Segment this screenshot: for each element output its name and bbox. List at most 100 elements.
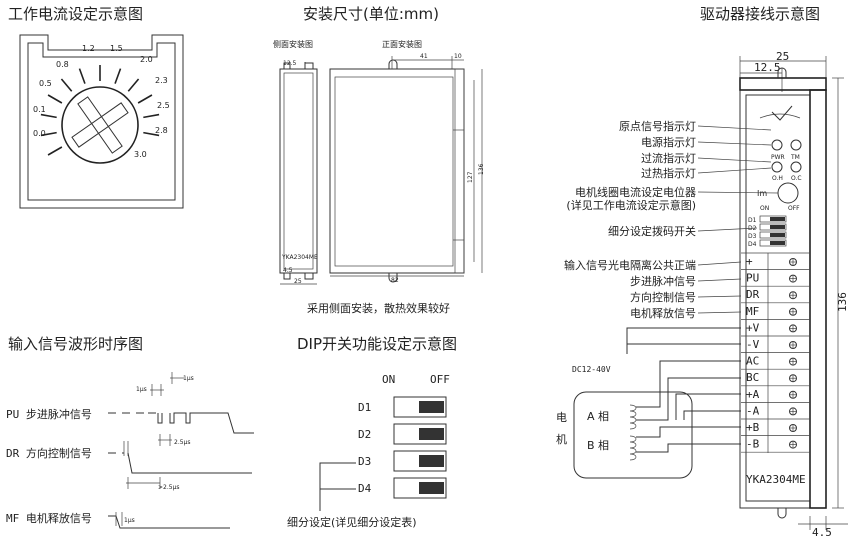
callout-leader [697,227,758,232]
driver-dip-on: ON [760,205,769,212]
driver-dip-label: D4 [748,241,757,248]
dial-value: 3.0 [134,150,147,159]
driver-dip-label: D3 [748,233,757,240]
timing-1us-b: 1μs [183,375,194,382]
driver-dip-switch [759,239,787,247]
timing-2-5us: 2.5μs [174,439,191,446]
motor-wires [636,360,741,453]
callout-label: 原点信号指示灯 [619,119,696,133]
callout-leader [697,157,772,163]
callout-label: 输入信号光电隔离公共正端 [564,258,696,272]
driver-dip-label: D1 [748,217,757,224]
dip-switch [393,396,447,418]
callout-leader [697,191,779,194]
terminal-label: -A [746,404,760,417]
dial-value: 2.3 [155,76,168,85]
dip-switch-knob [419,482,444,494]
dial-tick [143,113,160,119]
callout-label: 电源指示灯 [641,135,696,149]
dial-value: 2.5 [157,101,170,110]
install-note: 采用侧面安装，散热效果较好 [307,301,450,315]
terminal-label: -V [746,338,760,351]
phase-a-coil-icon [629,404,637,430]
led-oh-label: O.H [772,175,783,182]
driver-dip-switch [759,215,787,223]
mf-signal-label: MF 电机释放信号 [6,511,92,525]
dial-tick [60,78,73,92]
dip-switch [393,477,447,499]
side-view [279,68,318,274]
front-view [329,68,465,274]
callout-label: 电机线圈电流设定电位器 [575,185,696,199]
wiring-dim-12-5: 12.5 [754,61,781,74]
mf-waveform [108,515,230,529]
dip-switch-knob [419,455,444,467]
current-setting-title: 工作电流设定示意图 [8,5,143,23]
motor-label-2: 机 [556,432,567,446]
callout-label: 电机释放信号 [630,306,696,320]
dip-switch-knob [419,401,444,413]
dial-tick [114,68,122,84]
dial-tick [47,146,63,156]
dial-tick [127,78,140,92]
led-oh-indicator [771,161,783,173]
driver-dip-off: OFF [788,205,800,212]
terminal-label: +A [746,388,760,401]
driver-dip-knob [770,241,785,245]
dip-note: 细分设定(详见细分设定表) [287,515,417,529]
callout-leader [697,125,772,131]
terminal-label: +B [746,421,760,434]
dial-value: 0.5 [39,79,52,88]
dial-tick [143,131,160,137]
led-oc-indicator [790,161,802,173]
dial-value: 2.8 [155,126,168,135]
dial-value: 1.2 [82,44,95,53]
timing-1us-a: 1μs [136,386,147,393]
timing-gt-2-5us: >2.5μs [158,484,180,491]
driver-dip-switch [759,223,787,231]
callout-leader [697,278,742,282]
timing-1us-c: 1μs [124,517,135,524]
dip-switch [393,423,447,445]
dial-tick [40,131,57,137]
phase-b-coil-icon [629,435,637,461]
dial-value: 2.0 [140,55,153,64]
terminal-label: MF [746,305,759,318]
dim-82: 82 [391,277,399,284]
current-potentiometer [777,182,799,204]
callout-label: 过热指示灯 [641,166,696,180]
side-model: YKA2304ME [281,254,318,261]
dial-ticks [40,65,160,156]
phase-a-label: A 相 [587,410,609,423]
dim-136: 136 [478,163,485,175]
callout-leader [697,167,772,174]
brand-logo-icon [759,113,801,119]
dial-value: 0.8 [56,60,69,69]
callout-leader [697,311,742,314]
terminal-label: BC [746,371,759,384]
motor-label-1: 电 [556,411,567,424]
install-size-title: 安装尺寸(单位:mm) [303,5,439,23]
dip-switch-label: D4 [358,482,372,495]
dip-switch-label: D2 [358,428,371,441]
dial-value: 1.5 [110,44,123,53]
terminal-label: DR [746,288,760,301]
led-pwr-indicator [771,139,783,151]
dim-41: 41 [420,53,428,60]
current-dial: 1.2 1.5 2.0 2.3 2.5 2.8 3.0 0.0 0.1 0.5 … [19,34,184,209]
terminal-label: PU [746,272,759,285]
dial-tick [40,113,57,119]
terminal-label: +V [746,321,760,334]
phase-b-label: B 相 [587,439,609,452]
pu-signal-label: PU 步进脉冲信号 [6,407,92,421]
led-tm-label: TM [790,154,800,161]
wiring-title: 驱动器接线示意图 [700,5,820,23]
timing-title: 输入信号波形时序图 [8,335,143,353]
callout-leader [697,295,742,298]
driver-model: YKA2304ME [746,473,806,486]
callout-label: 步进脉冲信号 [630,274,696,288]
timing-diagram: PU 步进脉冲信号 DR 方向控制信号 MF 电机释放信号 1μs 1μs 2.… [6,372,254,529]
driver-dip-switch [759,231,787,239]
